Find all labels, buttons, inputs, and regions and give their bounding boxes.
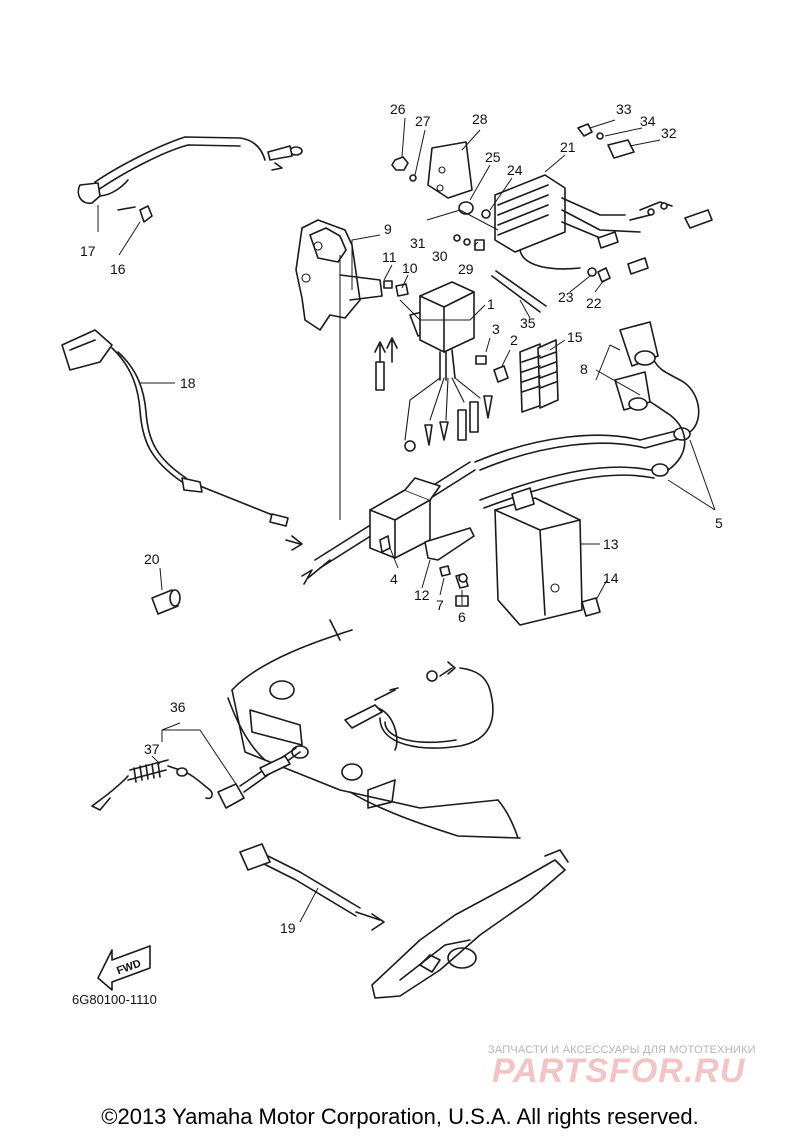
- high-tension-cords: [474, 321, 700, 509]
- callout-6: 6: [458, 609, 466, 625]
- callout-30: 30: [432, 248, 448, 264]
- wire-grommets: [519, 339, 559, 413]
- callout-23: 23: [558, 289, 574, 305]
- callout-31: 31: [410, 235, 426, 251]
- leader-lines: [97, 117, 716, 923]
- callout-21: 21: [560, 139, 576, 155]
- callout-34: 34: [640, 113, 656, 129]
- callout-37: 37: [144, 741, 160, 757]
- rectifier-regulator: [494, 174, 713, 275]
- callout-15: 15: [567, 329, 583, 345]
- callout-26: 26: [390, 101, 406, 117]
- forward-arrow-icon: FWD: [97, 945, 151, 991]
- callout-18: 18: [180, 375, 196, 391]
- callout-8: 8: [580, 361, 588, 377]
- callout-4: 4: [390, 571, 398, 587]
- callout-19: 19: [280, 920, 296, 936]
- small-fasteners-top: [383, 123, 635, 383]
- callout-29: 29: [458, 261, 474, 277]
- callout-5: 5: [715, 515, 723, 531]
- callout-20: 20: [144, 551, 160, 567]
- callout-36: 36: [170, 699, 186, 715]
- spark-plug-cap-assembly: [77, 136, 303, 223]
- callout-14: 14: [603, 570, 619, 586]
- callout-12: 12: [414, 587, 430, 603]
- bottom-cowling: [227, 619, 521, 839]
- callout-22: 22: [586, 295, 602, 311]
- cord-clip: [151, 589, 181, 615]
- callout-24: 24: [507, 162, 523, 178]
- callout-33: 33: [616, 101, 632, 117]
- copyright-notice: ©2013 Yamaha Motor Corporation, U.S.A. A…: [101, 1104, 699, 1129]
- callout-32: 32: [661, 125, 677, 141]
- callout-7: 7: [436, 597, 444, 613]
- callout-27: 27: [415, 113, 431, 129]
- callout-28: 28: [472, 111, 488, 127]
- callout-10: 10: [402, 260, 418, 276]
- callout-17: 17: [80, 243, 96, 259]
- cdi-cover: [455, 487, 601, 626]
- callout-35: 35: [520, 315, 536, 331]
- callout-16: 16: [110, 261, 126, 277]
- callout-numbers: 1 2 3 4 5 6 7 8 9 10 11 12 13 14 15 16 1…: [72, 101, 723, 1007]
- callout-9: 9: [384, 221, 392, 237]
- tiller-bracket: [371, 849, 569, 999]
- callout-13: 13: [603, 536, 619, 552]
- cowling-leads: [344, 661, 494, 751]
- watermark-logo: PARTSFOR.RU: [492, 1052, 746, 1090]
- callout-1: 1: [487, 296, 495, 312]
- callout-11: 11: [382, 249, 397, 265]
- callout-25: 25: [485, 149, 501, 165]
- emergency-stop-lanyard: [91, 747, 301, 811]
- stop-switch-lead: [61, 329, 303, 551]
- cdi-unit: [374, 281, 493, 452]
- watermark-tagline: ЗАПЧАСТИ И АКСЕССУАРЫ ДЛЯ МОТОТЕХНИКИ: [488, 1044, 756, 1056]
- stop-switch-cable: [239, 843, 385, 931]
- ignition-coil: [301, 461, 476, 589]
- callout-3: 3: [492, 321, 500, 337]
- catalog-number: 6G80100-1110: [72, 992, 157, 1007]
- callout-2: 2: [510, 332, 518, 348]
